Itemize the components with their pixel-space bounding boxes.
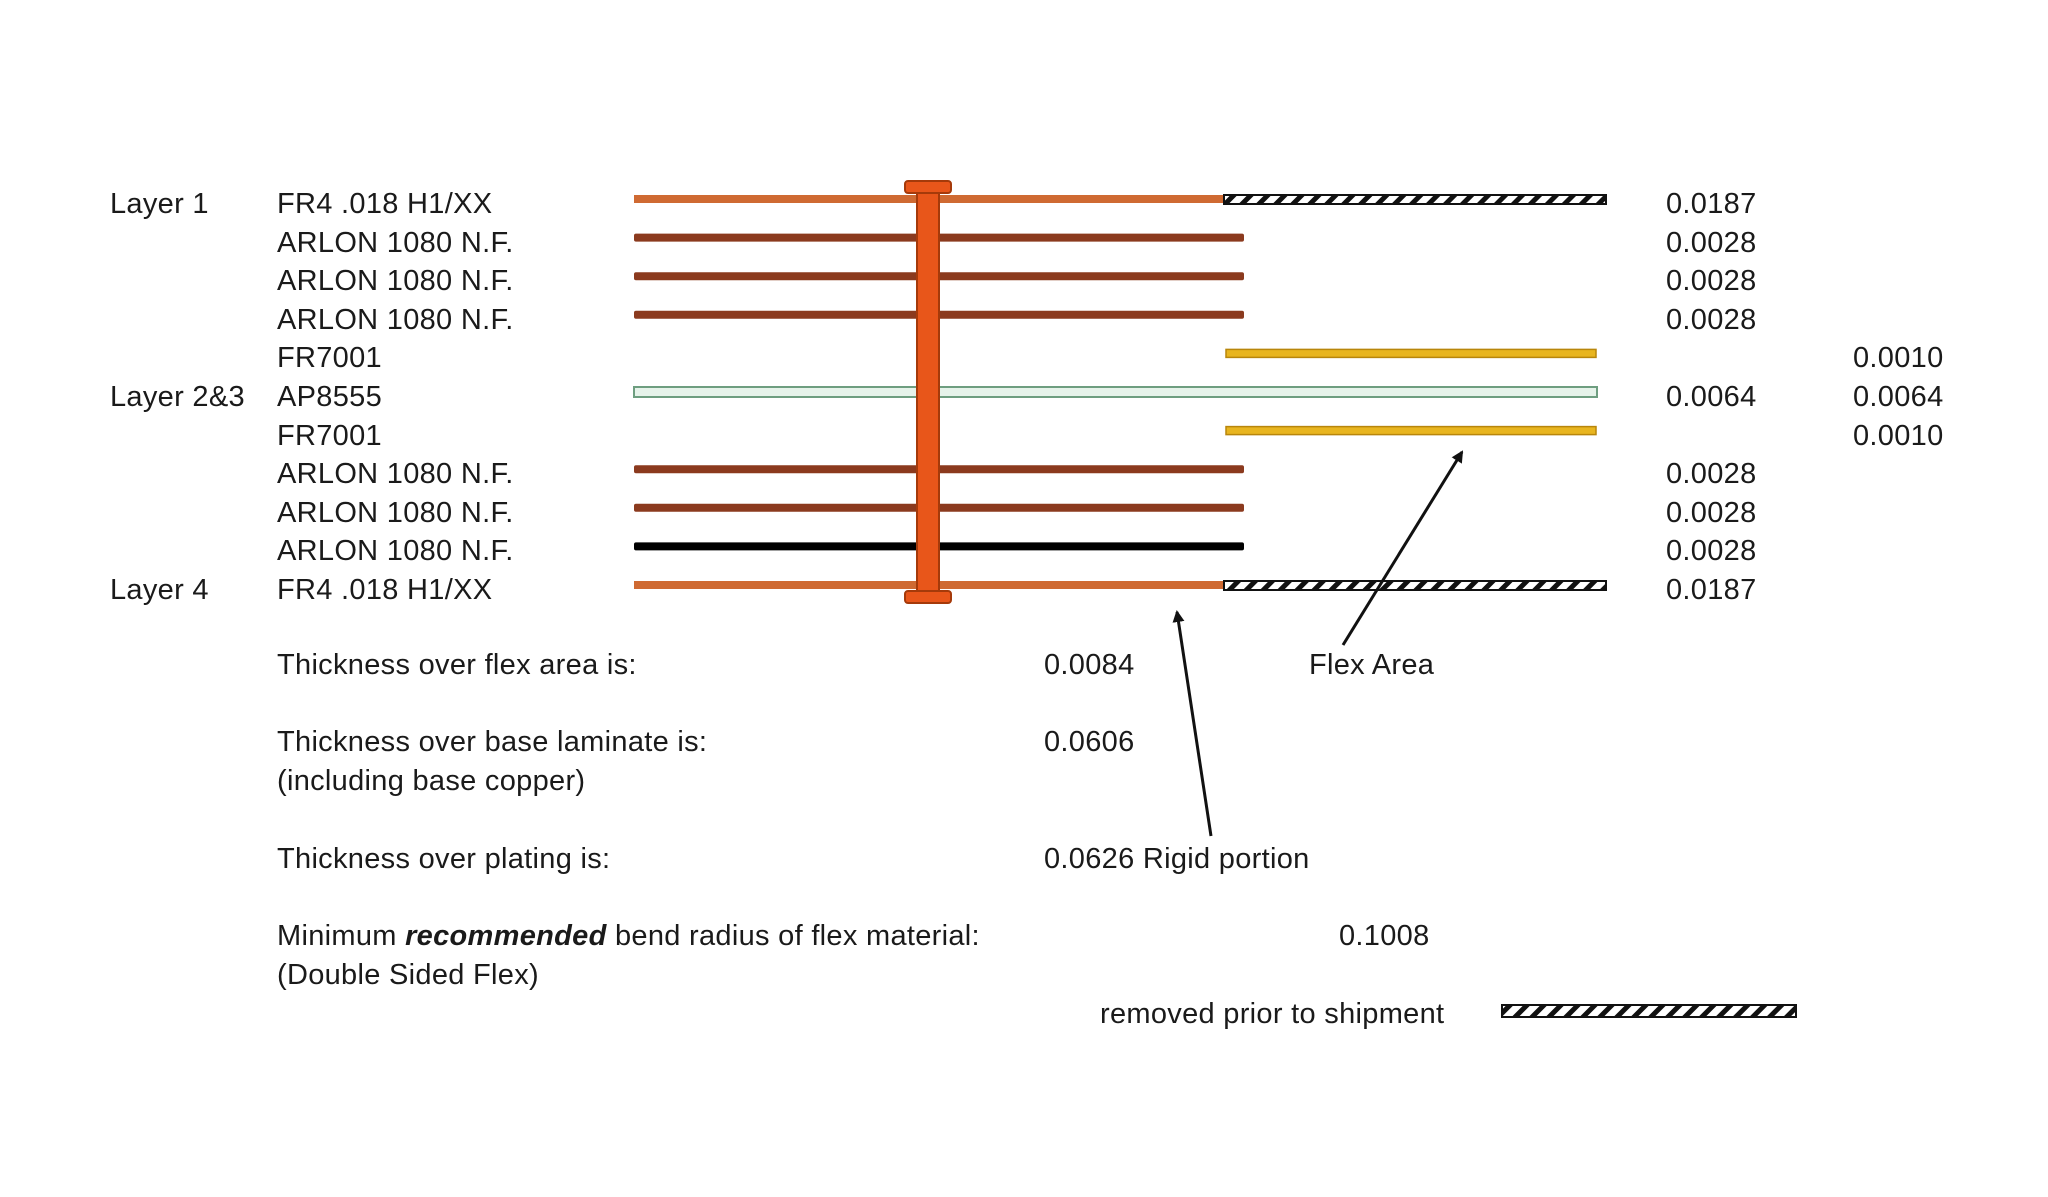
- rigid-thickness-value: 0.0028: [1666, 226, 1757, 259]
- flex-area-label: Flex Area: [1309, 649, 1435, 681]
- material-label: ARLON 1080 N.F.: [277, 458, 514, 491]
- material-label: ARLON 1080 N.F.: [277, 535, 514, 568]
- layer-tag-label: Layer 4: [110, 574, 209, 606]
- flex-thickness-layer-value: 0.0010: [1853, 342, 1944, 375]
- rigid-thickness-value: 0.0187: [1666, 574, 1757, 606]
- material-label: AP8555: [277, 381, 382, 413]
- via-top-pad: [904, 180, 952, 194]
- rigid-thickness-value: 0.0028: [1666, 535, 1757, 568]
- bend-prefix: Minimum: [277, 920, 397, 952]
- rigid-thickness-value: 0.0064: [1666, 381, 1757, 413]
- rigid-thickness-value: 0.0028: [1666, 496, 1757, 529]
- material-label: FR4 .018 H1/XX: [277, 574, 493, 606]
- legend-swatch: [1501, 1004, 1797, 1018]
- material-label: ARLON 1080 N.F.: [277, 303, 514, 336]
- arrows: [1172, 450, 1464, 837]
- material-label: FR7001: [277, 342, 382, 375]
- flex-thickness-layer-value: 0.0010: [1853, 419, 1944, 452]
- fr7001-coverlay-line: [1225, 425, 1597, 436]
- fr7001-coverlay-line: [1225, 348, 1597, 359]
- base-thickness-label: Thickness over base laminate is:: [277, 726, 708, 758]
- layer-tag-label: Layer 1: [110, 188, 209, 220]
- via-bottom-pad: [904, 590, 952, 604]
- bend-radius-note: (Double Sided Flex): [277, 959, 539, 991]
- ap8555-flex-core-line: [633, 386, 1598, 398]
- material-label: ARLON 1080 N.F.: [277, 265, 514, 298]
- removable-hatched-segment: [1223, 194, 1607, 205]
- layer-tag-label: Layer 2&3: [110, 381, 245, 413]
- bend-radius-label: Minimum recommended bend radius of flex …: [277, 919, 980, 953]
- flex-thickness-layer-value: 0.0064: [1853, 381, 1944, 413]
- removed-legend-label: removed prior to shipment: [1100, 998, 1445, 1030]
- flex-thickness-label: Thickness over flex area is:: [277, 649, 637, 681]
- bend-emphasis: recommended: [405, 920, 607, 952]
- material-label: FR4 .018 H1/XX: [277, 188, 493, 220]
- material-label: ARLON 1080 N.F.: [277, 226, 514, 259]
- plating-thickness-label: Thickness over plating is:: [277, 843, 611, 875]
- bend-radius-value: 0.1008: [1339, 920, 1430, 952]
- rigid-portion-label: Rigid portion: [1142, 843, 1310, 875]
- rigid-thickness-value: 0.0028: [1666, 458, 1757, 491]
- flex-thickness-value: 0.0084: [1044, 649, 1135, 681]
- rigid-thickness-value: 0.0187: [1666, 188, 1757, 220]
- bend-suffix: bend radius of flex material:: [614, 920, 980, 952]
- plating-value-text: 0.0626: [1044, 843, 1135, 875]
- rigid-thickness-value: 0.0028: [1666, 265, 1757, 298]
- via-barrel: [916, 182, 940, 602]
- removed-legend-swatch: [1501, 1004, 1797, 1018]
- rigid-portion-arrow: [1172, 610, 1213, 837]
- material-label: ARLON 1080 N.F.: [277, 496, 514, 529]
- layer-lines: [633, 194, 1607, 591]
- base-thickness-note: (including base copper): [277, 765, 586, 797]
- rigid-thickness-value: 0.0028: [1666, 303, 1757, 336]
- plating-thickness-value: 0.0626 Rigid portion: [1044, 842, 1310, 876]
- flex-area-arrow: [1341, 450, 1464, 646]
- plated-via: [904, 180, 952, 604]
- material-label: FR7001: [277, 419, 382, 452]
- removable-hatched-segment: [1223, 580, 1607, 591]
- base-thickness-value: 0.0606: [1044, 726, 1135, 758]
